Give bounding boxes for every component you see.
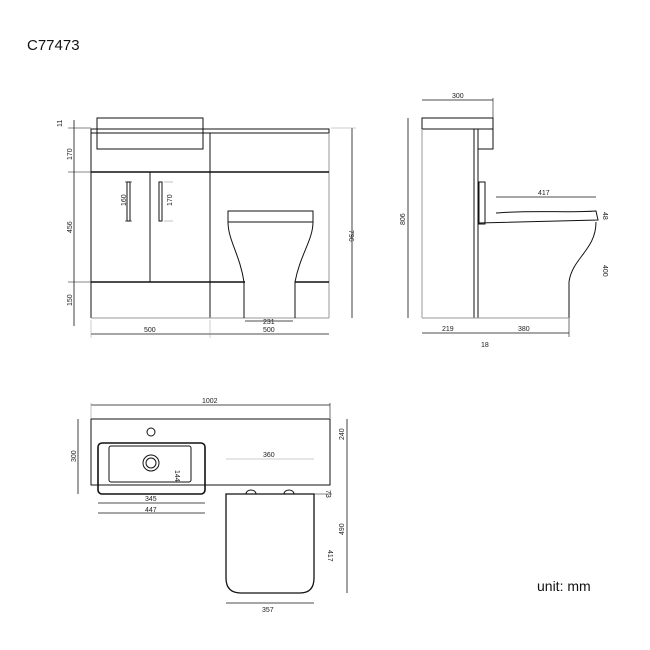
dim-basin-outer-width: 447 xyxy=(145,507,157,514)
hinge-caps xyxy=(245,489,295,495)
dim-countertop-height: 170 xyxy=(67,148,74,160)
dim-pan-total-length: 490 xyxy=(339,523,346,535)
dim-pan-height: 400 xyxy=(601,265,608,277)
dim-plan-unit-depth: 240 xyxy=(339,428,346,440)
wc-seat-front xyxy=(227,210,314,223)
dim-door-height: 456 xyxy=(67,221,74,233)
dim-cabinet-depth: 219 xyxy=(442,326,454,333)
dim-basin-bowl-width: 345 xyxy=(145,496,157,503)
tap-hole xyxy=(146,427,156,437)
dim-plan-basin-depth: 300 xyxy=(71,450,78,462)
dim-plan-seat-length: 417 xyxy=(326,550,333,562)
dim-pan-projection: 380 xyxy=(518,326,530,333)
basin-side xyxy=(477,128,494,150)
dim-cistern-width: 360 xyxy=(263,452,275,459)
dim-plinth-height: 150 xyxy=(67,294,74,306)
dim-wc-unit-width: 500 xyxy=(263,327,275,334)
wc-seat-side xyxy=(477,210,599,224)
plan-view xyxy=(77,403,348,604)
countertop-front xyxy=(90,128,330,134)
dim-handle-left: 160 xyxy=(121,194,128,206)
unit-plan xyxy=(90,418,331,486)
wc-pan-front xyxy=(227,221,314,318)
waste-outer xyxy=(142,454,160,472)
side-view xyxy=(407,98,599,337)
dim-side-seat-length: 417 xyxy=(538,190,550,197)
dim-cistern-gap: 73 xyxy=(324,490,331,498)
dim-side-basin-depth: 300 xyxy=(452,93,464,100)
waste-inner xyxy=(145,457,157,469)
dim-handle-right: 170 xyxy=(167,194,174,206)
wc-seat-plan xyxy=(225,493,315,594)
basin-plan xyxy=(97,442,206,495)
front-view xyxy=(68,117,356,338)
model-code: C77473 xyxy=(27,37,80,54)
dim-cabinet-width: 500 xyxy=(144,327,156,334)
unit-label: unit: mm xyxy=(537,578,591,594)
basin-bowl xyxy=(108,445,192,483)
dim-seat-thickness: 48 xyxy=(601,212,608,220)
dim-side-total-height: 806 xyxy=(400,213,407,225)
dim-plan-total-width: 1002 xyxy=(202,398,218,405)
dim-front-total-height: 796 xyxy=(347,230,354,242)
door-handle-right xyxy=(158,181,163,222)
dim-top-gap: 11 xyxy=(57,120,64,127)
wc-pan-side xyxy=(568,221,597,318)
handle-side xyxy=(478,181,486,225)
dim-pan-foot-width: 231 xyxy=(263,319,275,326)
countertop-side xyxy=(421,117,494,130)
dim-panel-thickness: 18 xyxy=(481,342,489,349)
dim-seat-width: 357 xyxy=(262,607,274,614)
dim-bowl-depth: 144 xyxy=(173,470,180,482)
